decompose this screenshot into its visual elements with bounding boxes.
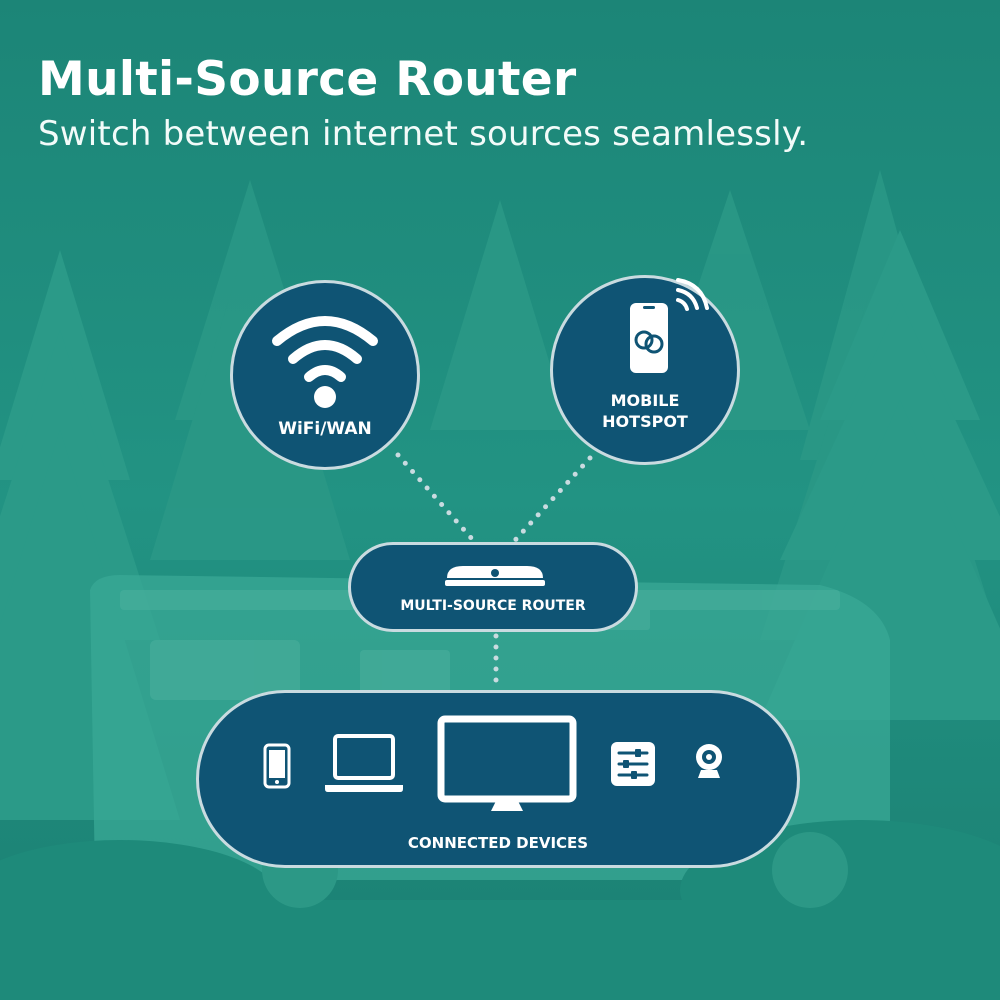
webcam-icon	[696, 744, 722, 778]
multi-source-router-label: MULTI-SOURCE ROUTER	[400, 598, 586, 614]
wifi-icon	[272, 316, 378, 408]
phone-hotspot-icon	[630, 278, 709, 373]
connected-devices-node: CONNECTED DEVICES	[196, 690, 800, 868]
page-subtitle: Switch between internet sources seamless…	[38, 114, 809, 154]
wifi-wan-node: WiFi/WAN	[230, 280, 420, 470]
mobile-hotspot-node: MOBILE HOTSPOT	[550, 275, 740, 465]
mobile-hotspot-label-line2: HOTSPOT	[602, 412, 688, 431]
mobile-hotspot-label: MOBILE HOTSPOT	[553, 390, 737, 432]
control-panel-icon	[611, 742, 655, 786]
multi-source-router-node: MULTI-SOURCE ROUTER	[348, 542, 638, 632]
mobile-hotspot-label-line1: MOBILE	[610, 391, 680, 410]
phone-icon	[263, 743, 291, 789]
hotspot-to-router-connector	[505, 455, 593, 551]
connected-devices-label: CONNECTED DEVICES	[407, 834, 589, 852]
router-icon	[445, 566, 545, 586]
monitor-icon	[437, 715, 577, 811]
page-title: Multi-Source Router	[38, 52, 577, 107]
wifi-wan-label: WiFi/WAN	[278, 419, 372, 439]
laptop-icon	[325, 734, 403, 792]
wifi-to-router-connector	[395, 452, 483, 551]
